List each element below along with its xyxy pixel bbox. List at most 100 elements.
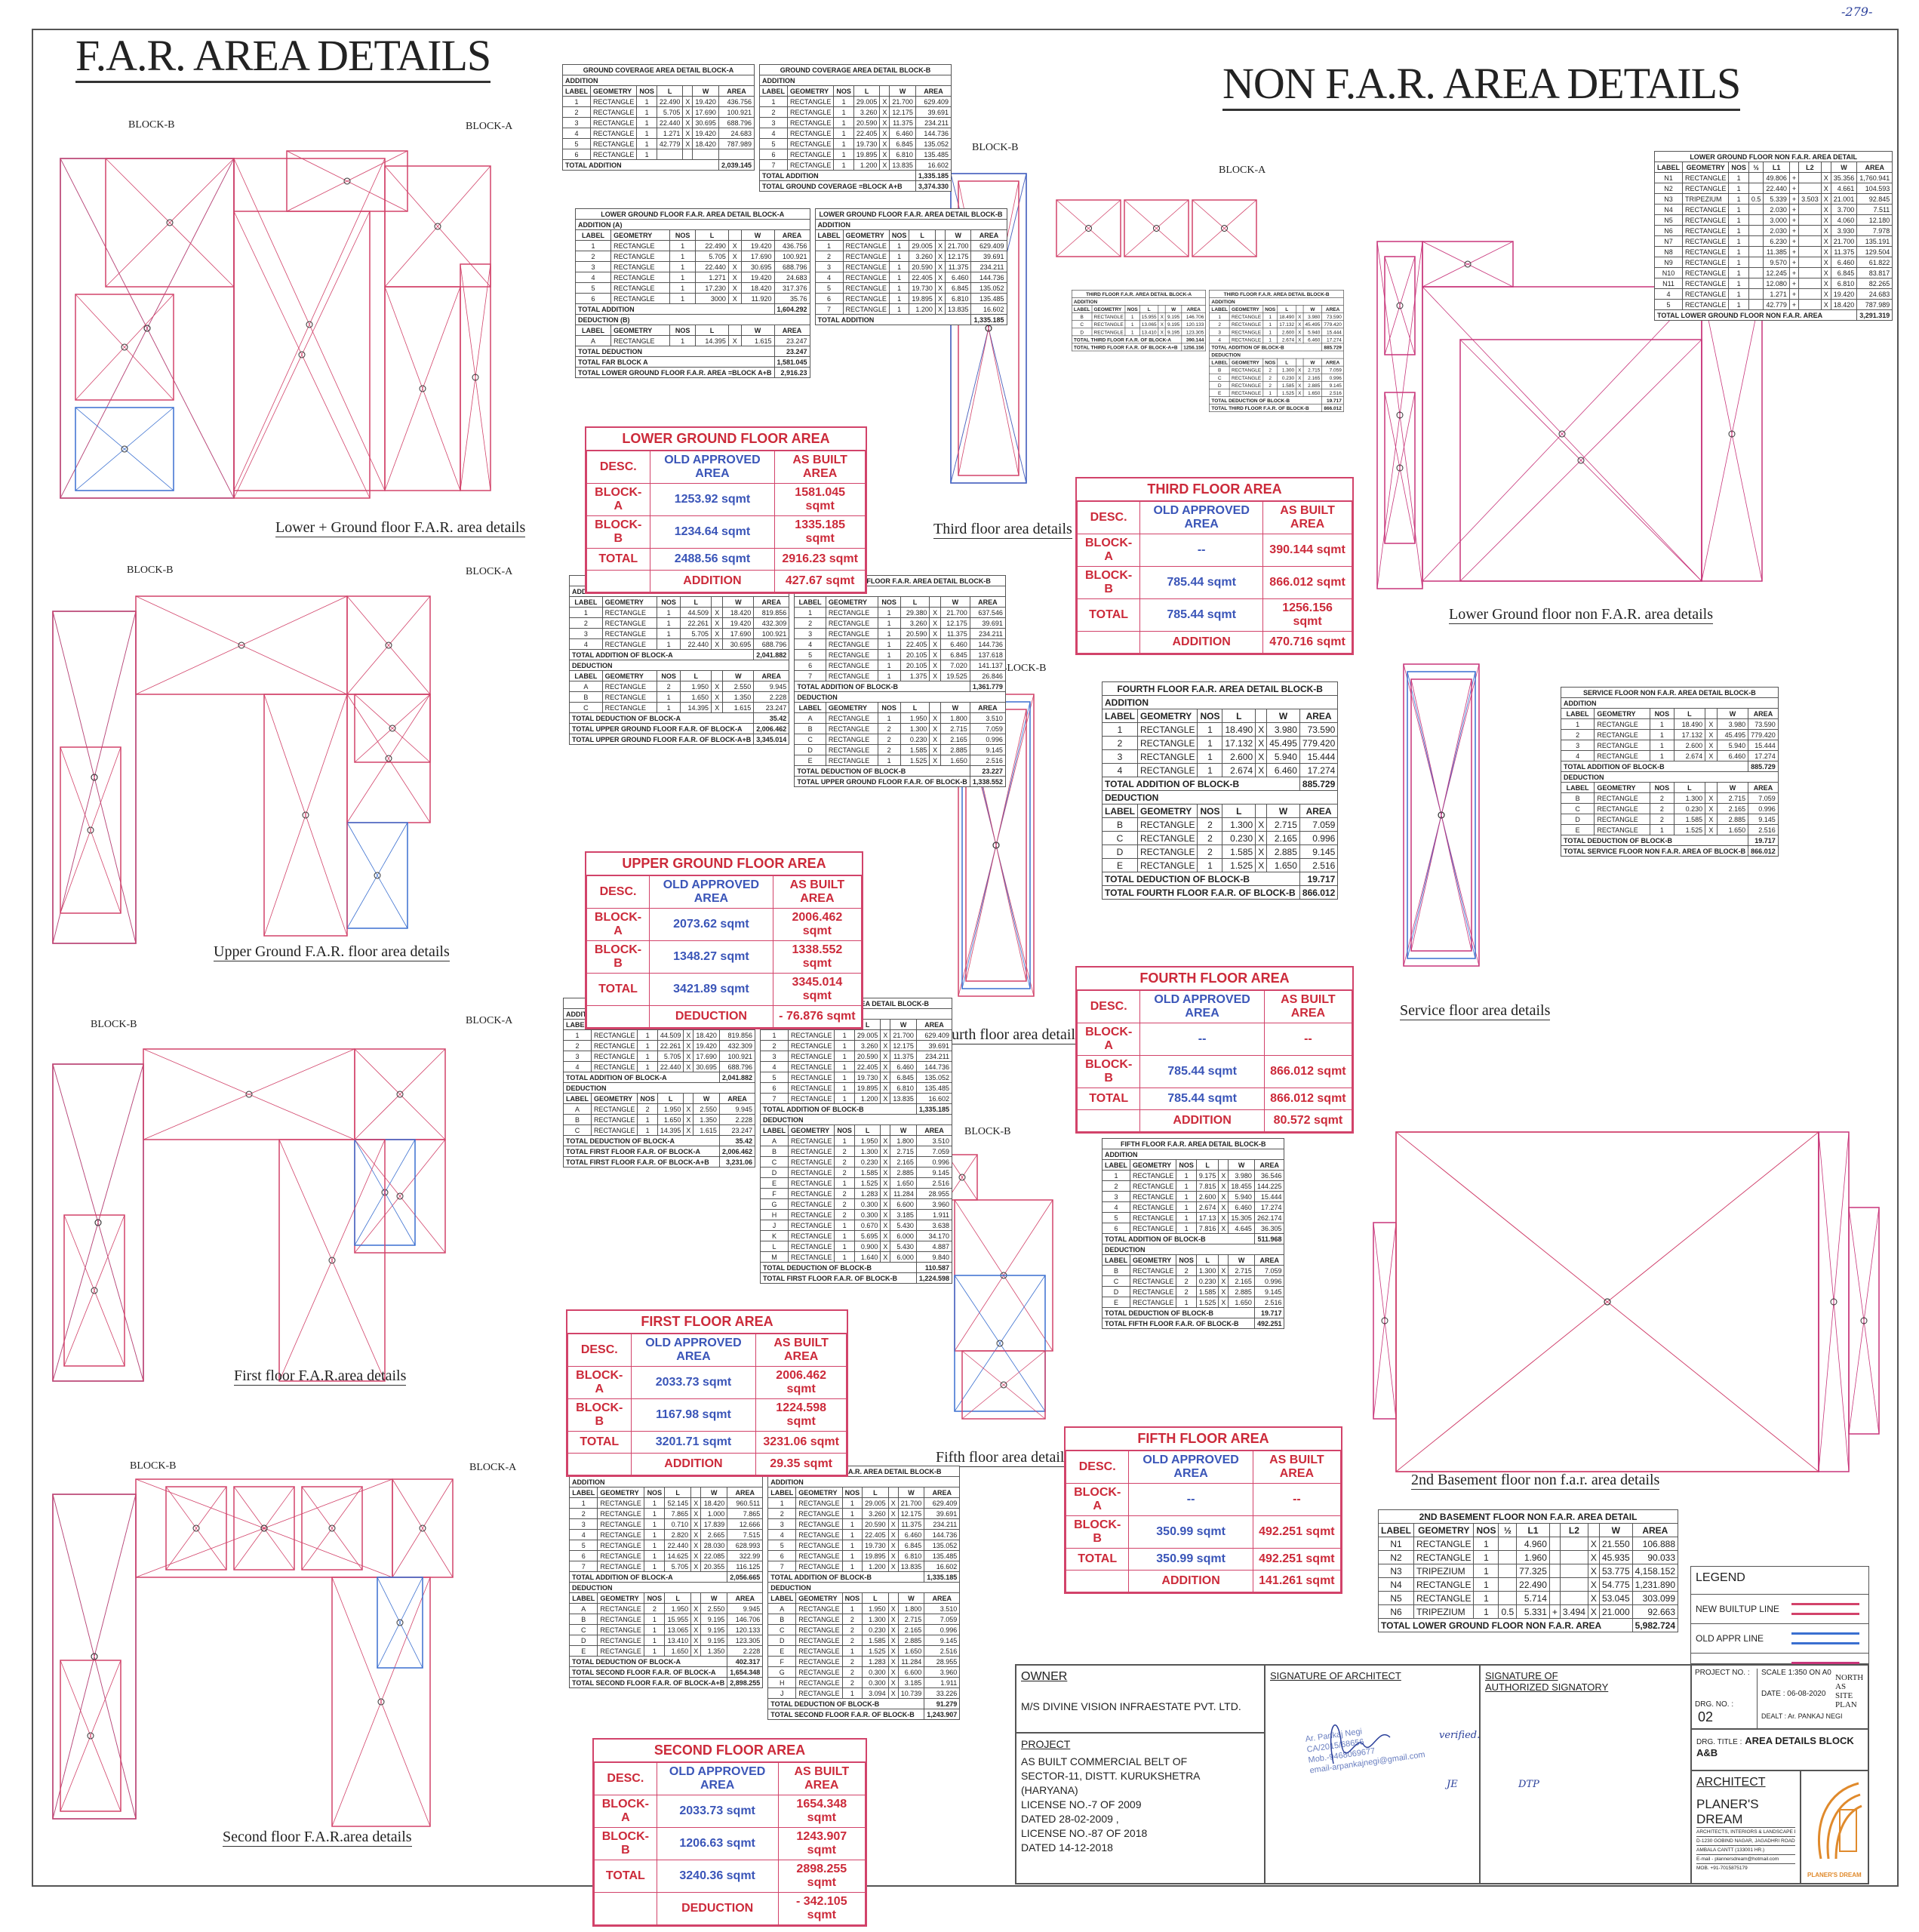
column-header: AS BUILT AREA: [1263, 990, 1353, 1023]
table-cell: 16.602: [915, 1093, 952, 1104]
table-cell: 3.185: [897, 1677, 925, 1688]
table-cell: 20.105: [900, 649, 930, 660]
table-cell: 12.175: [944, 251, 972, 262]
table-cell: 1: [1176, 1191, 1197, 1202]
table-cell: RECTANGLE: [1229, 389, 1264, 397]
table-cell: RECTANGLE: [1594, 718, 1650, 730]
difference-label: ADDITION: [1139, 1109, 1265, 1132]
table-cell: 3.494: [1559, 1604, 1588, 1619]
total-label: TOTAL DEDUCTION OF BLOCK-A: [568, 712, 755, 724]
table-cell: B: [1102, 1265, 1130, 1276]
block-b-label: BLOCK-B: [127, 565, 174, 576]
table-cell: 6.460: [1716, 750, 1749, 761]
table-cell: RECTANGLE: [1136, 858, 1198, 872]
table-cell: RECTANGLE: [601, 617, 658, 629]
table-cell: 4: [1209, 335, 1230, 344]
date: DATE : 06-08-2020: [1761, 1690, 1826, 1698]
total-value: 511.968: [1253, 1233, 1285, 1244]
table-cell: D: [794, 744, 826, 755]
plus-sign: +: [1788, 172, 1800, 183]
table-cell: 0.230: [862, 1624, 889, 1635]
column-header: AREA: [969, 702, 1006, 713]
table-cell: [1748, 299, 1764, 310]
architect-signature: [1330, 1724, 1391, 1764]
column-header: GEOMETRY: [610, 229, 671, 241]
table-cell: 2.885: [1266, 844, 1300, 859]
table-cell: 33.226: [924, 1687, 961, 1699]
section-heading: ADDITION: [562, 75, 755, 86]
table-cell: 6.600: [890, 1198, 917, 1210]
multiply-sign: X: [1255, 736, 1268, 750]
table-cell: [1559, 1577, 1588, 1592]
table-cell: 22.440: [680, 638, 712, 650]
multiply-sign: X: [934, 272, 946, 283]
multiply-sign: X: [1158, 328, 1166, 337]
column-header: W: [889, 85, 916, 97]
table-cell: 1.615: [722, 702, 755, 713]
table-cell: 0.996: [1253, 1275, 1285, 1287]
multiply-sign: X: [887, 1518, 899, 1530]
table-cell: 13.065: [664, 1624, 692, 1635]
plan-area-rectangle: [301, 1486, 363, 1571]
multiply-sign: X: [929, 628, 941, 639]
column-header: LABEL: [767, 1487, 797, 1498]
table-cell: B: [568, 1614, 598, 1625]
section-heading: ADDITION: [1561, 697, 1779, 709]
table-cell: RECTANGLE: [1129, 1265, 1177, 1276]
table-cell: 1: [1124, 328, 1140, 337]
column-header: [727, 325, 742, 336]
column-header: AS BUILT AREA: [1252, 1451, 1342, 1484]
column-header: LABEL: [758, 85, 788, 97]
table-cell: 9.145: [969, 744, 1006, 755]
column-header: LABEL: [569, 670, 603, 681]
multiply-sign: X: [1705, 824, 1718, 835]
table-cell: 6.845: [889, 138, 916, 149]
table-cell: 22.405: [853, 128, 881, 139]
table-cell: 432.309: [753, 617, 790, 629]
table-cell: 21.700: [889, 96, 916, 107]
multiply-sign: X: [1255, 817, 1268, 832]
table-cell: 6: [767, 1550, 797, 1561]
table-cell: 1.950: [657, 1103, 684, 1115]
as-built-area: 2898.255 sqmt: [777, 1860, 866, 1893]
table-cell: 2.885: [897, 1635, 925, 1646]
table-cell: 12.180: [1856, 214, 1893, 226]
multiply-sign: X: [1296, 380, 1304, 389]
area-detail-table: UPPER GROUND FLOOR F.A.R. AREA DETAIL BL…: [794, 575, 1006, 787]
table-cell: 1: [669, 272, 696, 283]
table-cell: 9.195: [1165, 320, 1182, 329]
table-cell: C: [569, 702, 603, 713]
table-row: BLOCK-A--390.144 sqmt: [1076, 534, 1352, 567]
as-built-area: 2006.462 sqmt: [755, 1366, 847, 1399]
table-cell: [1498, 1564, 1518, 1578]
table-cell: 5.940: [1228, 1191, 1255, 1202]
multiply-sign: X: [1705, 750, 1718, 761]
table-cell: 6.600: [897, 1666, 925, 1678]
table-cell: RECTANGLE: [842, 251, 890, 262]
table-cell: 2: [834, 1198, 855, 1210]
table-cell: 7.865: [664, 1508, 692, 1519]
table-cell: 3.510: [924, 1603, 961, 1614]
plus-sign: +: [1788, 257, 1800, 268]
table-cell: 2.516: [969, 755, 1006, 766]
column-header: L: [657, 1093, 684, 1104]
multiply-sign: X: [1587, 1564, 1600, 1578]
multiply-sign: X: [1705, 792, 1718, 804]
firm-detail-line: AMBALA CANTT (133001 HR.): [1696, 1845, 1795, 1854]
table-cell: 53.775: [1598, 1564, 1633, 1578]
multiply-sign: X: [929, 734, 941, 745]
table-cell: 3000: [694, 293, 729, 304]
legend-line-swatch: [1791, 1603, 1859, 1615]
multiply-sign: X: [1296, 365, 1304, 374]
table-cell: RECTANGLE: [610, 251, 671, 262]
table-cell: E: [794, 755, 826, 766]
old-approved-area: 785.44 sqmt: [1139, 598, 1264, 632]
